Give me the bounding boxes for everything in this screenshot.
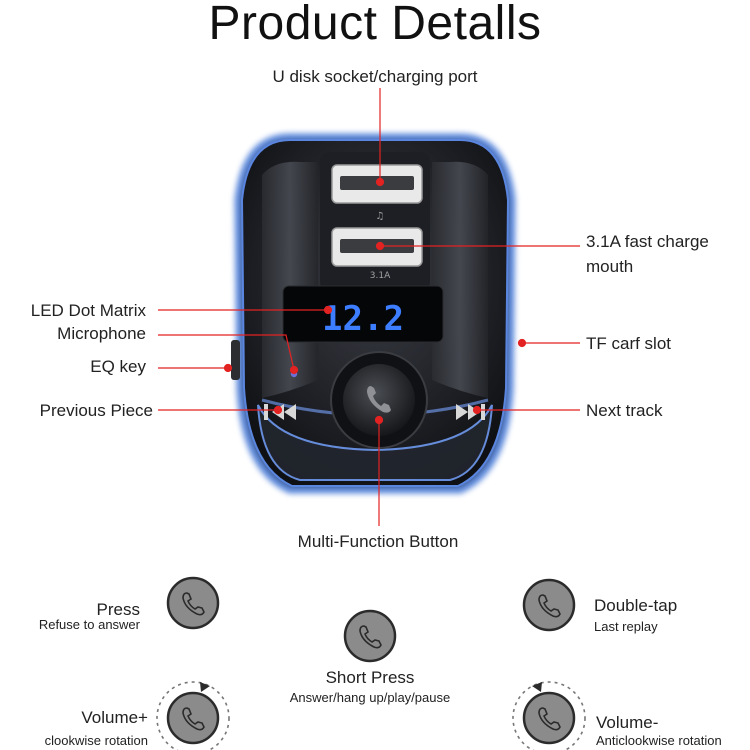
callout-lines (158, 88, 580, 526)
page-title: Product Detalls (208, 0, 542, 50)
phone-icon (367, 386, 391, 413)
phone-icon (182, 707, 205, 731)
volume-down-title: Volume- (596, 713, 659, 732)
function-icons (156, 576, 586, 750)
label-multi-function: Multi-Function Button (297, 532, 459, 551)
label-led-matrix: LED Dot Matrix (30, 301, 146, 320)
port-amp-label: 3.1A (370, 271, 391, 281)
label-tf-slot: TF carf slot (586, 334, 672, 353)
label-previous: Previous Piece (39, 401, 153, 420)
label-microphone: Microphone (57, 324, 146, 343)
volume-up-desc: clookwise rotation (44, 733, 148, 748)
label-next: Next track (586, 401, 663, 420)
volume-down-desc: Anticlookwise rotation (596, 733, 722, 748)
phone-icon (538, 594, 561, 618)
car-charger-device: ♫ 3.1A 12.2 (231, 133, 516, 494)
press-title: Press (96, 600, 140, 619)
volume-down-circle (522, 691, 576, 745)
double-tap-title: Double-tap (594, 596, 678, 615)
rotation-arc-ccw (512, 681, 586, 750)
eq-key (231, 340, 240, 380)
rotation-arc-cw (156, 681, 230, 750)
press-desc: Refuse to answer (38, 617, 140, 632)
phone-icon (538, 707, 561, 731)
double-tap-circle (522, 578, 576, 632)
short-press-circle (343, 609, 397, 663)
volume-up-circle (166, 691, 220, 745)
label-fast-charge: 3.1A fast charge (586, 232, 709, 251)
short-press-title: Short Press (325, 668, 415, 687)
short-press-desc: Answer/hang up/play/pause (289, 690, 451, 705)
label-fast-charge-2: mouth (586, 257, 634, 276)
phone-icon (359, 625, 382, 649)
volume-up-title: Volume+ (81, 708, 148, 727)
music-note-icon: ♫ (376, 211, 385, 222)
led-display (282, 285, 444, 343)
phone-icon (182, 592, 205, 616)
label-usb-port: U disk socket/charging port (272, 67, 478, 86)
double-tap-desc: Last replay (594, 619, 658, 634)
press-circle (166, 576, 220, 630)
display-digits: 12.2 (322, 299, 404, 339)
label-eq-key: EQ key (90, 357, 146, 376)
